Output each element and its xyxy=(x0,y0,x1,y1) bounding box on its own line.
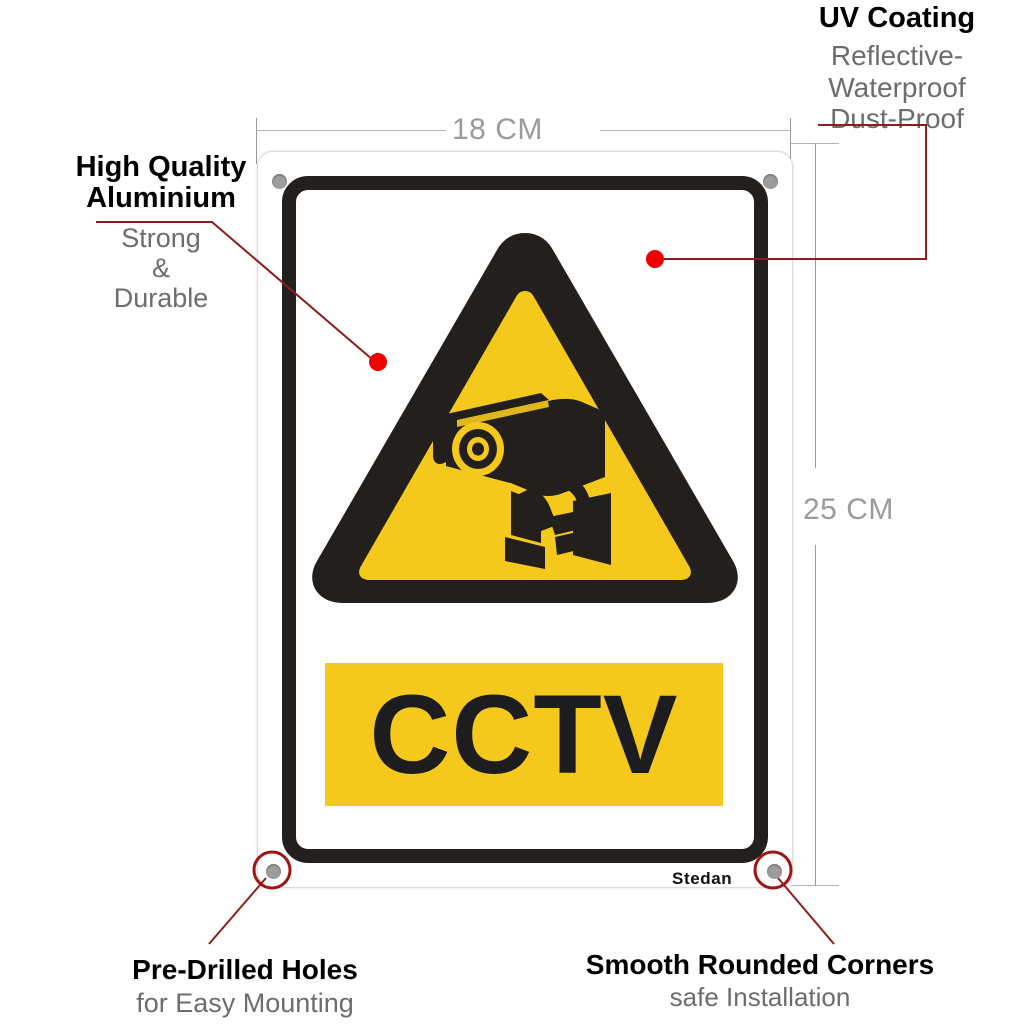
brand-label: Stedan xyxy=(672,869,733,888)
width-dim-line-left xyxy=(256,130,446,131)
callout-pre-drilled-holes-subtitle: for Easy Mounting xyxy=(136,988,354,1019)
mounting-hole-bottom-left xyxy=(266,864,281,879)
width-dim-tick-left xyxy=(256,118,257,164)
callout-uv-coating: UV Coating Reflective- Waterproof Dust-P… xyxy=(770,0,1024,134)
callout-uv-coating-subtitle: Reflective- Waterproof Dust-Proof xyxy=(828,40,966,135)
callout-pre-drilled-holes-title: Pre-Drilled Holes xyxy=(132,954,358,985)
width-dimension-label: 18 CM xyxy=(452,113,543,146)
cctv-banner-label: CCTV xyxy=(369,671,679,797)
leader-pre-drilled-holes xyxy=(208,877,267,945)
callout-pre-drilled-holes: Pre-Drilled Holes for Easy Mounting xyxy=(50,954,440,1019)
width-dim-line-right xyxy=(600,130,791,131)
height-dim-line-upper xyxy=(815,143,816,468)
cctv-warning-triangle-icon xyxy=(305,225,745,605)
height-dimension-label: 25 CM xyxy=(803,493,894,526)
cctv-banner: CCTV xyxy=(325,663,723,806)
callout-smooth-corners-subtitle: safe Installation xyxy=(669,982,851,1013)
height-dim-line-lower xyxy=(815,545,816,886)
callout-high-quality-aluminium: High Quality Aluminium Strong & Durable xyxy=(46,151,276,314)
mounting-hole-top-left xyxy=(272,174,287,189)
callout-smooth-corners-title: Smooth Rounded Corners xyxy=(585,949,935,980)
leader-smooth-rounded-corners xyxy=(777,877,835,945)
mounting-hole-top-right xyxy=(763,174,778,189)
mounting-hole-bottom-right xyxy=(767,864,782,879)
callout-smooth-rounded-corners: Smooth Rounded Corners safe Installation xyxy=(540,949,980,1013)
callout-aluminium-subtitle: Strong & Durable xyxy=(113,222,209,314)
callout-uv-coating-title: UV Coating xyxy=(818,2,976,34)
callout-aluminium-title: High Quality Aluminium xyxy=(75,151,247,215)
